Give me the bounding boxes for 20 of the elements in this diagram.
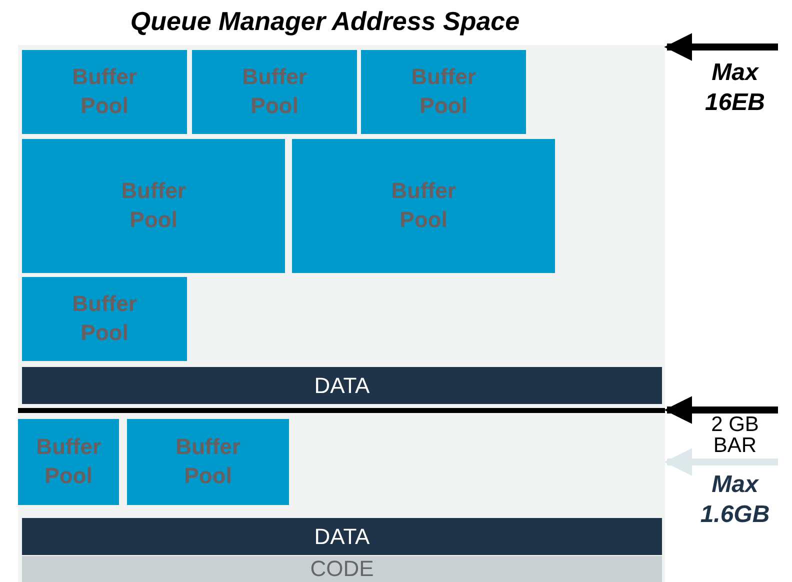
code-area: CODE (22, 556, 662, 582)
buffer-pool-box: Buffer Pool (292, 139, 555, 273)
max-size-label: Max 16EB (704, 58, 766, 118)
buffer-pool-box: Buffer Pool (361, 50, 526, 134)
arrow (664, 448, 778, 476)
arrow (664, 33, 778, 61)
boundary-bar (18, 408, 665, 413)
bar-label: 2 GB BAR (710, 414, 760, 456)
buffer-pool-box: Buffer Pool (22, 50, 187, 134)
arrow (664, 396, 778, 424)
buffer-pool-box: Buffer Pool (127, 419, 289, 505)
max-size-label: Max 1.6GB (699, 470, 771, 530)
address-space-panel (18, 45, 665, 582)
diagram-title: Queue Manager Address Space (129, 6, 521, 37)
buffer-pool-box: Buffer Pool (192, 50, 357, 134)
data-area: DATA (22, 518, 662, 555)
data-area: DATA (22, 367, 662, 404)
buffer-pool-box: Buffer Pool (18, 419, 119, 505)
buffer-pool-box: Buffer Pool (22, 277, 187, 361)
buffer-pool-box: Buffer Pool (22, 139, 285, 273)
